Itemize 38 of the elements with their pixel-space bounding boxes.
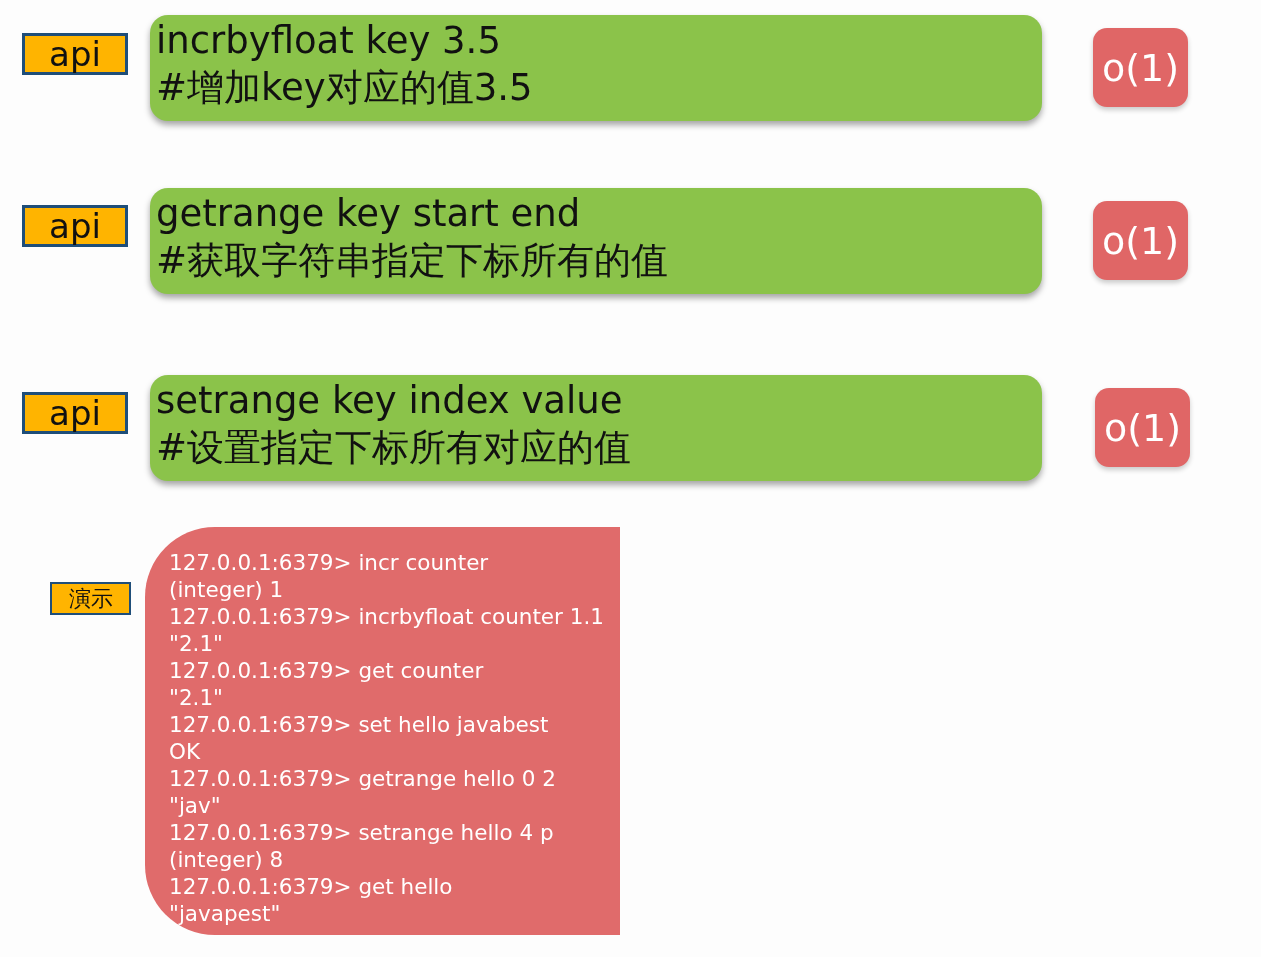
terminal-output-panel [145, 527, 620, 935]
command-box [150, 188, 1042, 294]
comment-text: #增加key对应的值3.5 [156, 65, 534, 111]
command-box [150, 375, 1042, 481]
label-tag [22, 392, 128, 434]
complexity-text: o(1) [1103, 405, 1182, 450]
command-box [150, 15, 1042, 121]
terminal-line: OK [169, 738, 202, 765]
command-text: setrange key index value [156, 378, 624, 424]
terminal-line: "2.1" [169, 630, 224, 657]
complexity-text: o(1) [1101, 45, 1180, 90]
terminal-line: 127.0.0.1:6379> incr counter [169, 549, 490, 576]
complexity-badge [1093, 28, 1188, 107]
command-text: getrange key start end [156, 191, 582, 237]
terminal-line: 127.0.0.1:6379> set hello javabest [169, 711, 550, 738]
terminal-line: 127.0.0.1:6379> getrange hello 0 2 [169, 765, 558, 792]
label-tag [22, 33, 128, 75]
tag-text: 演示 [68, 584, 113, 613]
terminal-line: 127.0.0.1:6379> incrbyfloat counter 1.1 [169, 603, 605, 630]
complexity-badge [1095, 388, 1190, 467]
tag-text: api [49, 206, 101, 246]
comment-text: #获取字符串指定下标所有的值 [156, 238, 669, 284]
command-text: incrbyfloat key 3.5 [156, 18, 502, 64]
terminal-line: 127.0.0.1:6379> get counter [169, 657, 485, 684]
terminal-line: "javapest" [169, 900, 282, 927]
tag-text: api [49, 34, 101, 74]
tag-text: api [49, 393, 101, 433]
terminal-line: "jav" [169, 792, 222, 819]
terminal-line: (integer) 8 [169, 846, 285, 873]
terminal-line: 127.0.0.1:6379> get hello [169, 873, 454, 900]
label-tag [50, 582, 131, 615]
terminal-line: (integer) 1 [169, 576, 285, 603]
terminal-line: "2.1" [169, 684, 224, 711]
complexity-text: o(1) [1101, 218, 1180, 263]
comment-text: #设置指定下标所有对应的值 [156, 425, 632, 471]
label-tag [22, 205, 128, 247]
terminal-line: 127.0.0.1:6379> setrange hello 4 p [169, 819, 555, 846]
complexity-badge [1093, 201, 1188, 280]
